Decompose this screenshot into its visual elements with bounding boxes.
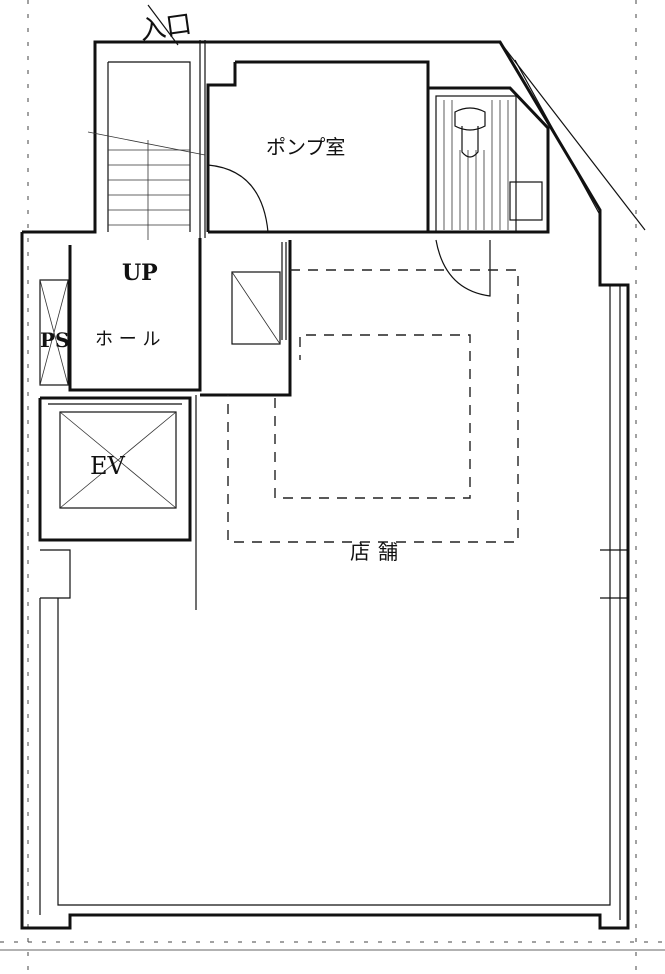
pump-room-label: ポンプ室 — [266, 135, 345, 159]
stair-area — [87, 4, 206, 240]
entrance-label: 入口 — [138, 9, 194, 46]
shop-label: 店舗 — [350, 540, 406, 564]
stair-treads — [108, 140, 190, 240]
toilet-hatching — [443, 100, 509, 230]
ps-label: PS — [40, 328, 69, 352]
elevator-shaft — [38, 395, 197, 610]
ps-shaft — [39, 279, 69, 386]
hall-walls — [68, 238, 292, 397]
shop-dashed-zone — [227, 269, 519, 543]
ev-label: EV — [90, 452, 126, 480]
toilet-area — [428, 86, 550, 297]
toilet-icon — [454, 107, 486, 158]
hall-label: ホ ー ル — [95, 329, 160, 350]
up-label: UP — [122, 260, 158, 286]
exterior-walls — [20, 40, 646, 930]
sink-icon — [509, 181, 543, 221]
pump-room-walls — [206, 60, 430, 234]
